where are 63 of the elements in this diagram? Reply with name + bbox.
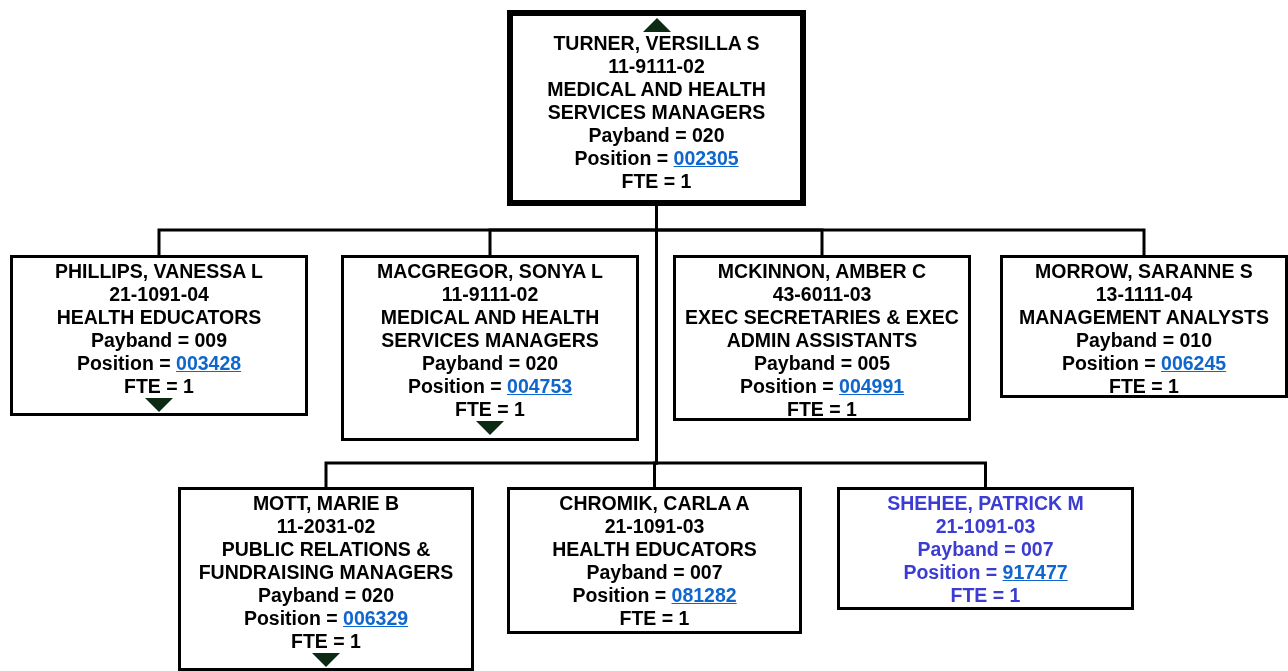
- job-code: 21-1091-03: [934, 515, 1037, 538]
- payband-text: Payband = 005: [752, 352, 891, 375]
- payband-text: Payband = 020: [256, 584, 395, 607]
- employee-name: MCKINNON, AMBER C: [716, 260, 928, 283]
- position-label: Position =: [1061, 352, 1156, 374]
- fte-text: FTE = 1: [949, 584, 1022, 607]
- fte-text: FTE = 1: [620, 170, 693, 193]
- job-title: MEDICAL AND HEALTH SERVICES MANAGERS: [379, 306, 601, 352]
- fte-text: FTE = 1: [618, 607, 691, 630]
- employee-box: [178, 487, 474, 671]
- job-code: 13-1111-04: [1094, 283, 1194, 306]
- position-label: Position =: [572, 584, 667, 606]
- employee-box: [1000, 255, 1288, 398]
- payband-text: Payband = 007: [585, 561, 724, 584]
- employee-name: MACGREGOR, SONYA L: [375, 260, 605, 283]
- employee-box: [673, 255, 971, 421]
- payband-text: Payband = 020: [587, 124, 726, 147]
- job-code: 11-9111-02: [440, 283, 540, 306]
- employee-name: TURNER, VERSILLA S: [552, 32, 761, 55]
- payband-text: Payband = 009: [89, 329, 228, 352]
- job-code: 11-9111-02: [607, 55, 706, 78]
- job-title: EXEC SECRETARIES & EXEC ADMIN ASSISTANTS: [684, 306, 960, 352]
- employee-name: CHROMIK, CARLA A: [558, 492, 751, 515]
- fte-text: FTE = 1: [786, 398, 858, 421]
- position-link: 006329: [343, 607, 409, 629]
- job-title: MEDICAL AND HEALTH SERVICES MANAGERS: [546, 78, 767, 124]
- position-label: Position =: [574, 147, 669, 169]
- position-link: 006245: [1161, 352, 1227, 374]
- payband-text: Payband = 020: [420, 352, 559, 375]
- fte-text: FTE = 1: [454, 398, 526, 421]
- fte-text: FTE = 1: [123, 375, 195, 398]
- job-code: 21-1091-03: [603, 515, 706, 538]
- employee-name: MOTT, MARIE B: [251, 492, 401, 515]
- fte-text: FTE = 1: [290, 630, 362, 653]
- employee-box: [10, 255, 308, 416]
- position-link: 081282: [671, 584, 737, 606]
- employee-box: [341, 255, 639, 441]
- position-label: Position =: [76, 352, 171, 374]
- job-code: 21-1091-04: [108, 283, 210, 306]
- fte-text: FTE = 1: [1108, 375, 1180, 398]
- employee-box: [507, 10, 806, 206]
- job-title: MANAGEMENT ANALYSTS: [1018, 306, 1270, 329]
- payband-text: Payband = 007: [916, 538, 1055, 561]
- position-link: 003428: [176, 352, 242, 374]
- employee-name: PHILLIPS, VANESSA L: [54, 260, 264, 283]
- position-label: Position =: [739, 375, 834, 397]
- employee-box: [507, 487, 802, 634]
- employee-box: [837, 487, 1134, 610]
- position-link: 004991: [839, 375, 905, 397]
- position-label: Position =: [903, 561, 998, 583]
- position-label: Position =: [243, 607, 338, 629]
- position-link: 002305: [673, 147, 739, 169]
- job-title: HEALTH EDUCATORS: [551, 538, 758, 561]
- payband-text: Payband = 010: [1074, 329, 1213, 352]
- job-code: 43-6011-03: [771, 283, 873, 306]
- position-link: 917477: [1002, 561, 1068, 583]
- position-link: 004753: [507, 375, 573, 397]
- job-title: HEALTH EDUCATORS: [55, 306, 263, 329]
- job-code: 11-2031-02: [275, 515, 377, 538]
- position-label: Position =: [407, 375, 502, 397]
- job-title: PUBLIC RELATIONS & FUNDRAISING MANAGERS: [197, 538, 455, 584]
- employee-name: SHEHEE, PATRICK M: [886, 492, 1085, 515]
- employee-name: MORROW, SARANNE S: [1034, 260, 1254, 283]
